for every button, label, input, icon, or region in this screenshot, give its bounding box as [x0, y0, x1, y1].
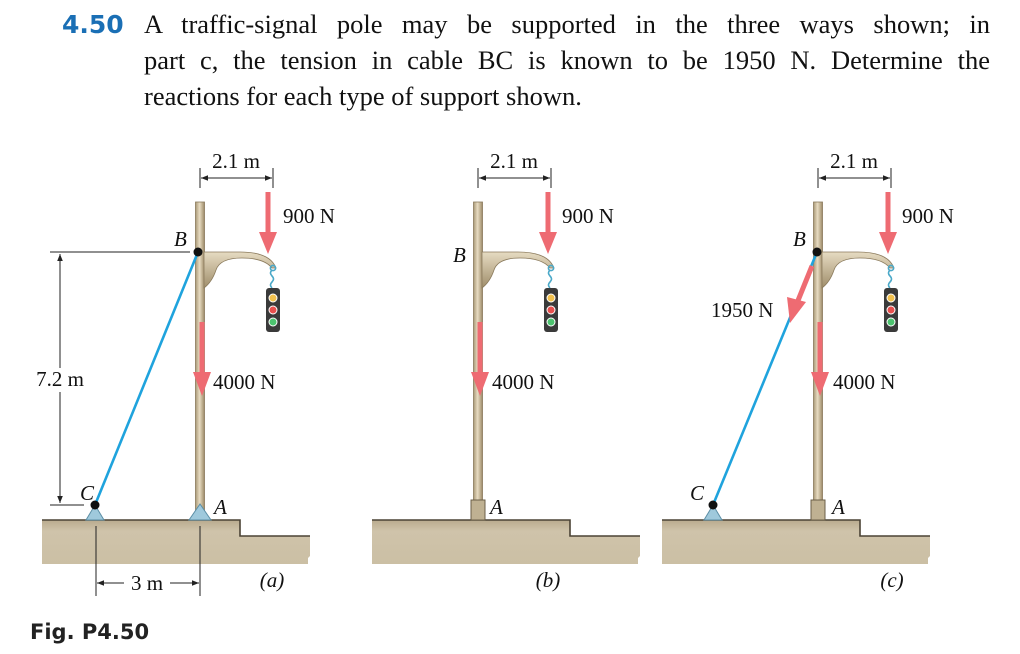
load-signal-arrow-c — [879, 232, 897, 254]
pole-c — [814, 202, 899, 520]
pole-b — [474, 202, 559, 520]
label-b-a: B — [174, 227, 187, 251]
part-a: 2.1 m 900 N 4000 N B C A 7.2 m 3 m (a) — [30, 149, 335, 596]
ground-b — [371, 519, 641, 565]
part-label-b: (b) — [536, 568, 561, 592]
ground-c — [661, 519, 931, 565]
load-signal-a: 900 N — [283, 204, 335, 228]
part-b: 2.1 m 900 N 4000 N B A (b) — [371, 149, 641, 592]
fixed-support-c — [810, 499, 826, 521]
dim-arm-a: 2.1 m — [212, 149, 260, 173]
load-signal-b: 900 N — [562, 204, 614, 228]
problem-line-1: A traffic-signal pole may be supported i… — [144, 9, 990, 39]
label-a-c: A — [830, 495, 845, 519]
label-c-c: C — [690, 481, 705, 505]
cable-tension-c: 1950 N — [711, 298, 773, 322]
load-signal-arrow-b — [539, 232, 557, 254]
pin-support-a-a — [188, 503, 212, 521]
ground-a — [41, 519, 311, 565]
label-b-c: B — [793, 227, 806, 251]
load-signal-c: 900 N — [902, 204, 954, 228]
cable-tension-arrow-c — [787, 297, 806, 323]
dim-arm-b: 2.1 m — [490, 149, 538, 173]
pin-support-c-c — [703, 504, 723, 521]
fixed-support-b — [470, 499, 486, 521]
pin-c-c — [708, 500, 718, 510]
load-pole-arrow-c — [811, 372, 829, 396]
problem-number: 4.50 — [62, 10, 124, 39]
part-c: 1950 N 2.1 m 900 N 4000 N B C A (c) — [661, 149, 954, 592]
problem-text: A traffic-signal pole may be supported i… — [144, 6, 990, 114]
problem-line-2: part c, the tension in cable BC is known… — [144, 45, 990, 75]
load-pole-b: 4000 N — [492, 370, 554, 394]
dim-base-a: 3 m — [131, 571, 163, 595]
part-label-c: (c) — [880, 568, 903, 592]
label-b-b: B — [453, 243, 466, 267]
dim-height-a: 7.2 m — [36, 367, 84, 391]
joint-b-a — [193, 247, 203, 257]
load-pole-c: 4000 N — [833, 370, 895, 394]
problem-line-3: reactions for each type of support shown… — [144, 81, 582, 111]
load-pole-arrow-b — [471, 372, 489, 396]
label-a-b: A — [488, 495, 503, 519]
load-pole-arrow-a — [193, 372, 211, 396]
dim-arm-c: 2.1 m — [830, 149, 878, 173]
figure-caption: Fig. P4.50 — [30, 620, 150, 644]
load-pole-a: 4000 N — [213, 370, 275, 394]
label-c-a: C — [80, 481, 95, 505]
load-signal-arrow-a — [259, 232, 277, 254]
pin-c-a — [90, 500, 100, 510]
pin-support-c-a — [85, 504, 105, 521]
joint-b-c — [812, 247, 822, 257]
label-a-a: A — [212, 495, 227, 519]
cable-bc-a — [93, 251, 200, 506]
part-label-a: (a) — [260, 568, 285, 592]
